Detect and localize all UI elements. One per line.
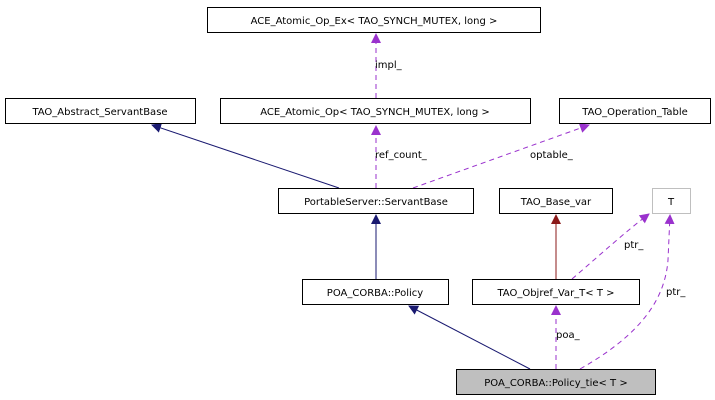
node-label: TAO_Abstract_ServantBase	[31, 107, 167, 118]
node-label: TAO_Base_var	[520, 197, 592, 208]
node-label: T	[667, 197, 675, 208]
node-label: PortableServer::ServantBase	[304, 197, 448, 208]
node-label: ACE_Atomic_Op< TAO_SYNCH_MUTEX, long >	[260, 107, 490, 118]
edge-label-impl: impl_	[375, 60, 403, 71]
node-ace-atomic-op-ex[interactable]: ACE_Atomic_Op_Ex< TAO_SYNCH_MUTEX, long …	[207, 7, 541, 33]
edge-optable	[412, 123, 590, 189]
node-t: T	[652, 188, 691, 214]
node-tao-base-var[interactable]: TAO_Base_var	[499, 188, 613, 214]
node-ace-atomic-op[interactable]: ACE_Atomic_Op< TAO_SYNCH_MUTEX, long >	[220, 98, 531, 124]
node-tao-operation-table[interactable]: TAO_Operation_Table	[559, 98, 711, 124]
edge-label-ptr-objref: ptr_	[624, 240, 644, 251]
node-portableserver-servantbase[interactable]: PortableServer::ServantBase	[278, 188, 474, 214]
edge-label-optable: optable_	[530, 150, 574, 161]
node-label: ACE_Atomic_Op_Ex< TAO_SYNCH_MUTEX, long …	[251, 16, 498, 27]
edge-tie-policy	[408, 305, 531, 370]
node-poa-corba-policy[interactable]: POA_CORBA::Policy	[302, 279, 449, 305]
node-tao-objref-var-t[interactable]: TAO_Objref_Var_T< T >	[472, 279, 640, 305]
node-label: POA_CORBA::Policy_tie< T >	[484, 378, 627, 389]
node-poa-corba-policy-tie: POA_CORBA::Policy_tie< T >	[456, 369, 656, 395]
node-label: TAO_Operation_Table	[581, 107, 688, 118]
edge-ptr-objref	[571, 213, 650, 280]
node-label: TAO_Objref_Var_T< T >	[496, 288, 614, 299]
node-tao-abstract-servantbase[interactable]: TAO_Abstract_ServantBase	[5, 98, 196, 124]
edge-servantbase-abstract	[151, 123, 340, 189]
edge-label-poa: poa_	[556, 330, 581, 341]
edge-label-ref-count: ref_count_	[375, 150, 428, 161]
edge-label-ptr-tie: ptr_	[666, 287, 686, 298]
node-label: POA_CORBA::Policy	[327, 288, 423, 299]
